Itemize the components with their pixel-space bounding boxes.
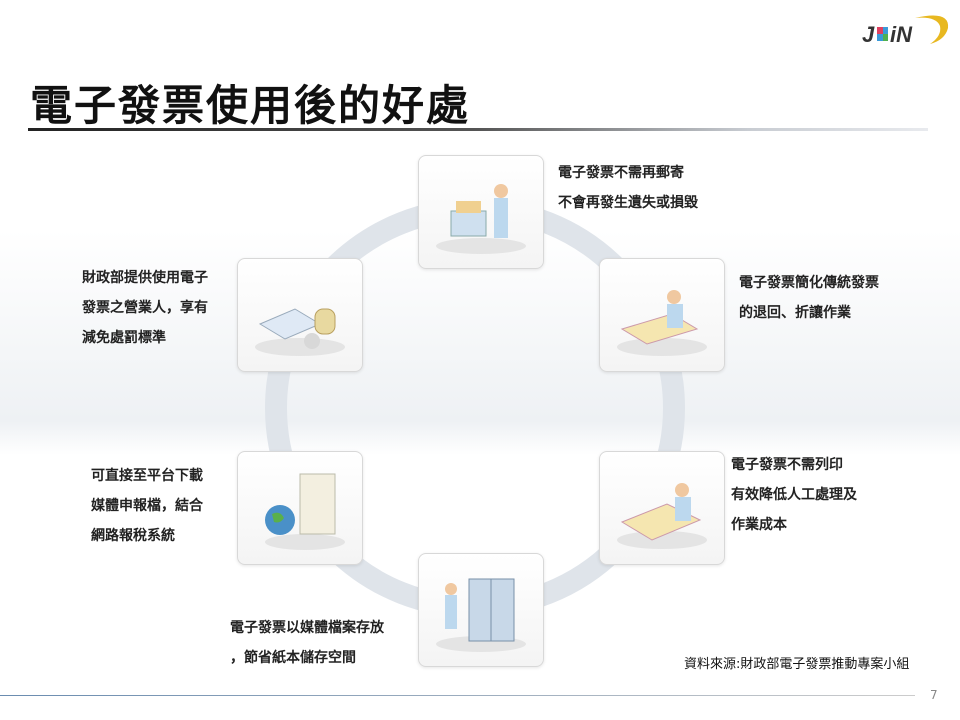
globe-server-icon: [265, 473, 345, 550]
card-coins-icon: [237, 258, 363, 372]
footer-line: [0, 695, 915, 696]
server-rack-icon: [436, 578, 526, 652]
benefit-no-printing: 電子發票不需列印有效降低人工處理及作業成本: [731, 457, 857, 533]
card-desk-icon: [599, 258, 725, 372]
card-mail-icon: [418, 155, 544, 269]
title-underline: [28, 128, 928, 131]
documents-coins-icon: [255, 308, 345, 356]
benefit-no-mailing: 電子發票不需再郵寄不會再發生遺失或損毀: [558, 165, 698, 211]
benefit-storage-space: 電子發票以媒體檔案存放，節省紙本儲存空間: [230, 620, 384, 666]
card-print-icon: [599, 451, 725, 565]
desk-worker-icon: [617, 290, 707, 356]
benefit-online-filing: 可直接至平台下載媒體申報檔，結合網路報稅系統: [91, 468, 203, 544]
card-storage-icon: [418, 553, 544, 667]
desk-paper-icon: [617, 483, 707, 549]
card-upload-icon: [237, 451, 363, 565]
page-title: 電子發票使用後的好處: [30, 81, 471, 130]
svg-text:iN: iN: [890, 22, 913, 47]
benefit-penalty-reduction: 財政部提供使用電子發票之營業人，享有減免處罰標準: [82, 270, 208, 346]
mail-cart-icon: [436, 184, 526, 254]
benefit-simplify-returns: 電子發票簡化傳統發票的退回、折讓作業: [739, 275, 879, 321]
svg-text:J: J: [862, 22, 875, 47]
page-number: 7: [930, 688, 938, 702]
source-note: 資料來源:財政部電子發票推動專案小組: [684, 657, 910, 672]
join-logo: J iN: [862, 15, 949, 47]
